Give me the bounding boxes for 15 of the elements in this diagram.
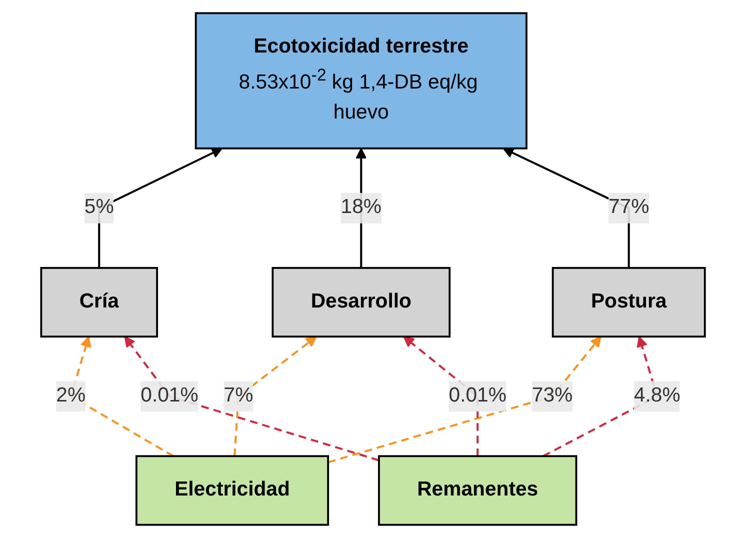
node-box: Postura	[552, 266, 706, 338]
node-box: Cría	[40, 266, 158, 338]
node-box: Electricidad	[135, 455, 329, 526]
edge-label: 73%	[532, 384, 573, 407]
edge-label: 4.8%	[634, 384, 680, 407]
edge-label: 2%	[56, 384, 86, 407]
edge-label: 7%	[224, 384, 254, 407]
edge-label: 18%	[340, 196, 382, 218]
node-box: Desarrollo	[272, 266, 451, 338]
node-box: Remanentes	[378, 455, 578, 526]
edge-label: 77%	[608, 196, 650, 218]
edge-label: 5%	[84, 196, 114, 218]
edge-label: 0.01%	[448, 384, 506, 407]
node-box: Ecotoxicidad terrestre 8.53x10$^{-2}$ kg 1,4-DB eq/kg huevo	[194, 12, 528, 150]
edge-label: 0.01%	[140, 384, 198, 407]
